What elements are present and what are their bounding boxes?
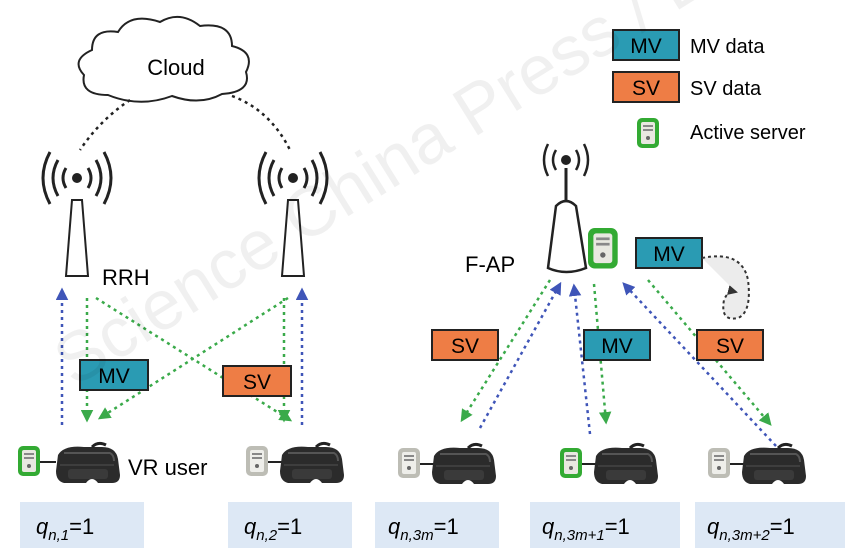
cloud-label: Cloud [147, 55, 204, 80]
antenna-tower-icon [257, 151, 329, 277]
antenna-tower-icon [41, 151, 113, 277]
server-icon [588, 227, 618, 269]
vr-headset-icon [54, 441, 122, 485]
mv-tag [635, 237, 703, 269]
user-label: qn,3m+2=1 [707, 514, 795, 544]
legend-server-text: Active server [690, 122, 806, 144]
mv-tag-label: MV [98, 365, 130, 388]
legend-mv-swatch [612, 29, 680, 61]
fronthaul-link-left [78, 98, 131, 151]
legend-mv-box-label: MV [630, 35, 662, 58]
legend-sv-swatch [612, 71, 680, 103]
vr-headset-icon [592, 442, 660, 486]
user-label-box [695, 502, 845, 548]
user-label: qn,2=1 [244, 514, 302, 544]
cloud-icon [77, 15, 250, 103]
uplink-user5 [622, 282, 777, 447]
fronthaul-link-right [231, 94, 292, 151]
user-label-box [530, 502, 680, 548]
mv-top-tag-label: MV [653, 243, 685, 266]
sv-tag [222, 365, 292, 397]
user-label-box [20, 502, 144, 548]
user-label-box [228, 502, 352, 548]
user-label-box [375, 502, 499, 548]
sv-tag-label: SV [243, 371, 271, 394]
antenna-tower-icon [542, 143, 590, 274]
legend-sv-box-label: SV [632, 77, 660, 100]
mv-tag [583, 329, 651, 361]
vr-headset-icon [278, 441, 346, 485]
user-label: qn,3m+1=1 [542, 514, 630, 544]
server-icon [708, 448, 730, 478]
sv-left-tag-label: SV [451, 335, 479, 358]
rrh-label: RRH [102, 265, 150, 290]
user-label: qn,1=1 [36, 514, 94, 544]
server-icon [246, 446, 268, 476]
sv-tag [696, 329, 764, 361]
legend-mv-text: MV data [690, 36, 765, 58]
legend-sv-text: SV data [690, 78, 762, 100]
sv-tag [431, 329, 499, 361]
downlink-rrh2-user1 [97, 296, 289, 420]
processing-loop [701, 255, 750, 320]
legend: MV MV data SV SV data Active server [612, 29, 806, 148]
user-labels: qn,1=1 qn,2=1 qn,3m=1 qn,3m+1=1 qn,3m+2=… [20, 502, 845, 548]
vr-headset-icon [740, 442, 808, 486]
downlink-fap-user4 [592, 283, 612, 425]
legend-server-icon [637, 118, 659, 148]
sv-right-tag-label: SV [716, 335, 744, 358]
mv-tag [79, 359, 149, 391]
fap-label: F-AP [465, 252, 515, 277]
mv-mid-tag-label: MV [601, 335, 633, 358]
user-label: qn,3m=1 [388, 514, 459, 544]
vr-user-label: VR user [128, 455, 207, 480]
server-icon [18, 446, 40, 476]
server-icon [398, 448, 420, 478]
server-icon [560, 448, 582, 478]
vr-headset-icon [430, 442, 498, 486]
